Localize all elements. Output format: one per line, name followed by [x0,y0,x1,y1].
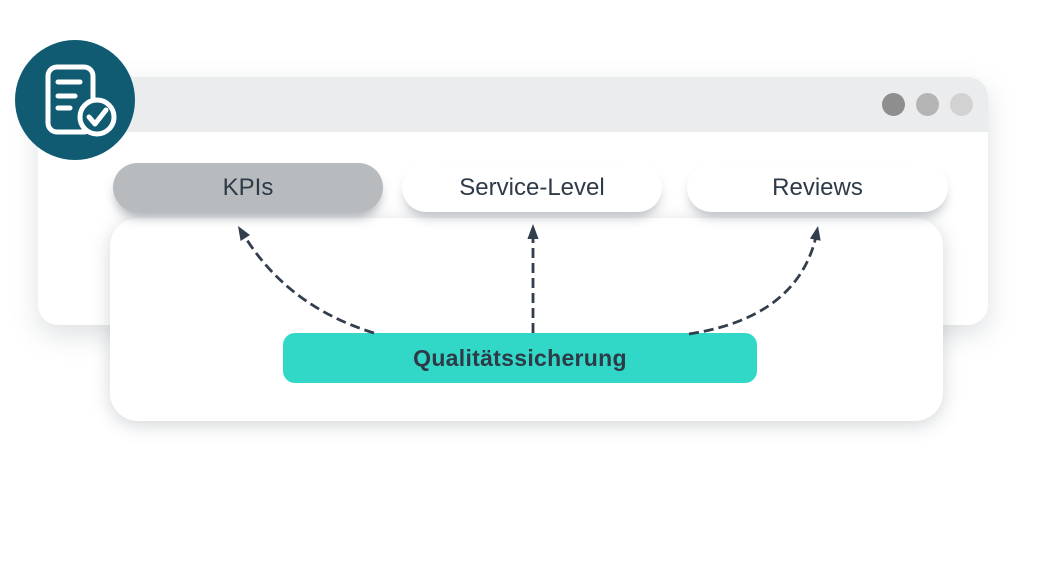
tab-kpis-label: KPIs [222,173,274,201]
quality-assurance-node: Qualitätssicherung [283,333,757,383]
tab-reviews-label: Reviews [772,173,863,201]
content-card [110,218,943,421]
window-dot[interactable] [882,93,905,116]
document-check-icon [45,64,117,137]
browser-titlebar [38,77,988,132]
window-dot[interactable] [950,93,973,116]
tab-service-level-label: Service-Level [459,173,605,201]
quality-assurance-label: Qualitätssicherung [413,344,627,371]
quality-badge [15,40,135,160]
tab-service-level[interactable]: Service-Level [402,163,662,212]
window-dot[interactable] [916,93,939,116]
tab-kpis[interactable]: KPIs [113,163,383,212]
tab-reviews[interactable]: Reviews [687,163,948,212]
